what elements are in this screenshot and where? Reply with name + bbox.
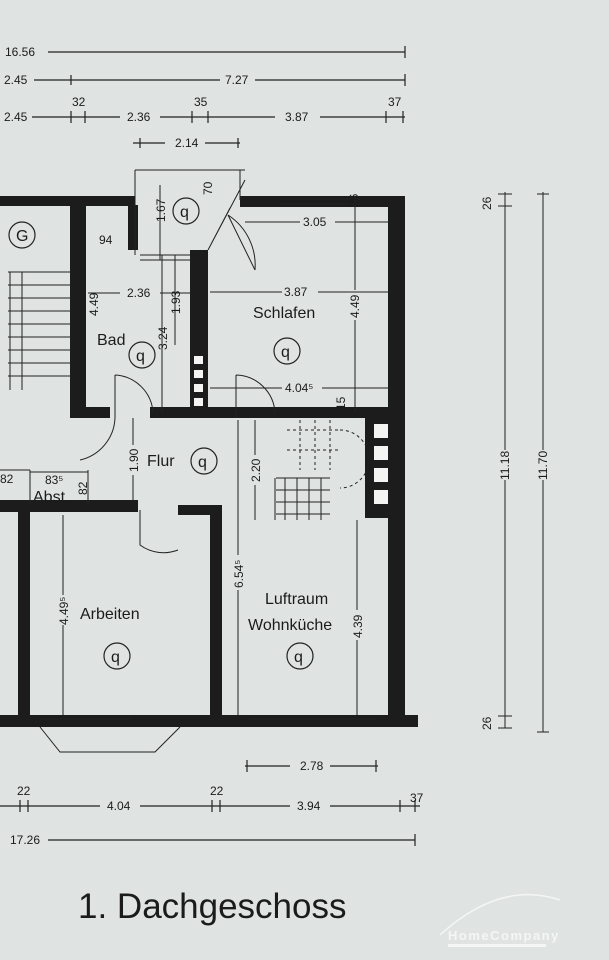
bottom-dimensions: 2.78 22 4.04 22 3.94 37 17.26 [0,759,424,847]
floor-symbol-icon: q [180,204,189,221]
dim-label: 26 [480,196,494,210]
dim-label: 7.27 [225,73,249,87]
room-label-abst: Abst. [33,489,69,506]
dim-label: 94 [99,233,113,247]
dim-label: 22 [17,784,31,798]
dim-label: 82 [0,472,14,486]
dim-label: 3.24 [156,326,170,350]
walls [0,196,418,727]
floor-symbol-icon: q [294,649,303,666]
room-label-flur: Flur [147,453,175,470]
dim-label: 26 [347,193,361,207]
watermark-text: HomeCompany [448,928,560,943]
floor-symbol-icon: q [198,454,207,471]
dim-label: 3.87 [284,285,308,299]
dim-label: 2.78 [300,759,324,773]
dim-label: 37 [388,95,402,109]
dim-label: 2.45 [4,73,28,87]
dim-label: 6.54⁵ [232,560,246,588]
fixtures [0,169,375,753]
room-label-arbeiten: Arbeiten [80,606,140,623]
dim-label: 11.70 [536,451,550,480]
dim-label: 15 [334,396,348,410]
dim-label: 4.49 [87,292,101,316]
dim-label: 37 [410,791,424,805]
inner-dimensions [62,185,549,733]
dim-label: 2.36 [127,110,151,124]
dim-label: 11.18 [498,451,512,480]
dim-label: 1.90 [127,448,141,472]
room-label-bad: Bad [97,332,125,349]
watermark-logo: HomeCompany [439,893,561,947]
dim-total-top: 16.56 [5,45,35,59]
dim-label: 70 [201,181,215,195]
top-dimensions: 16.56 2.45 7.27 2.45 32 2.36 35 3.87 37 … [4,45,406,150]
dim-label: 3.94 [297,799,321,813]
dim-label: 4.39 [351,614,365,638]
inner-dimension-labels: 3.05 3.87 4.04⁵ 4.49 15 26 94 1.67 70 2.… [0,181,365,638]
floor-symbol-icon: q [136,348,145,365]
dim-label: 83⁵ [45,473,63,487]
gas-symbol-icon: G [16,228,28,245]
room-label-schlafen: Schlafen [253,305,315,322]
right-dimensions: 26 11.18 26 11.70 [480,196,550,730]
dim-total-bottom: 17.26 [10,833,40,847]
dim-label: 35 [194,95,208,109]
dim-label: 4.04 [107,799,131,813]
dim-label: 3.87 [285,110,309,124]
room-labels: Schlafen Bad Flur Arbeiten Luftraum Wohn… [33,305,332,634]
floor-symbols: q q q q q q G [8,197,314,670]
room-label-luftraum: Luftraum [265,591,328,608]
dim-label: 22 [210,784,224,798]
dim-label: 4.04⁵ [285,381,313,395]
dim-label: 1.67 [154,198,168,222]
floor-symbol-icon: q [281,344,290,361]
dim-label: 2.45 [4,110,28,124]
dim-label: 32 [72,95,86,109]
floor-title: 1. Dachgeschoss [78,887,346,926]
dim-label: 2.36 [127,286,151,300]
floor-symbol-icon: q [111,649,120,666]
dim-label: 2.20 [249,458,263,482]
dim-label: 2.14 [175,136,199,150]
dim-label: 3.05 [303,215,327,229]
dim-label: 4.49 [348,294,362,318]
room-label-wohnkueche: Wohnküche [248,617,332,634]
dim-label: 1.93 [169,290,183,314]
dim-label: 82 [76,481,90,495]
dim-label: 26 [480,716,494,730]
dim-label: 4.49⁵ [57,597,71,625]
